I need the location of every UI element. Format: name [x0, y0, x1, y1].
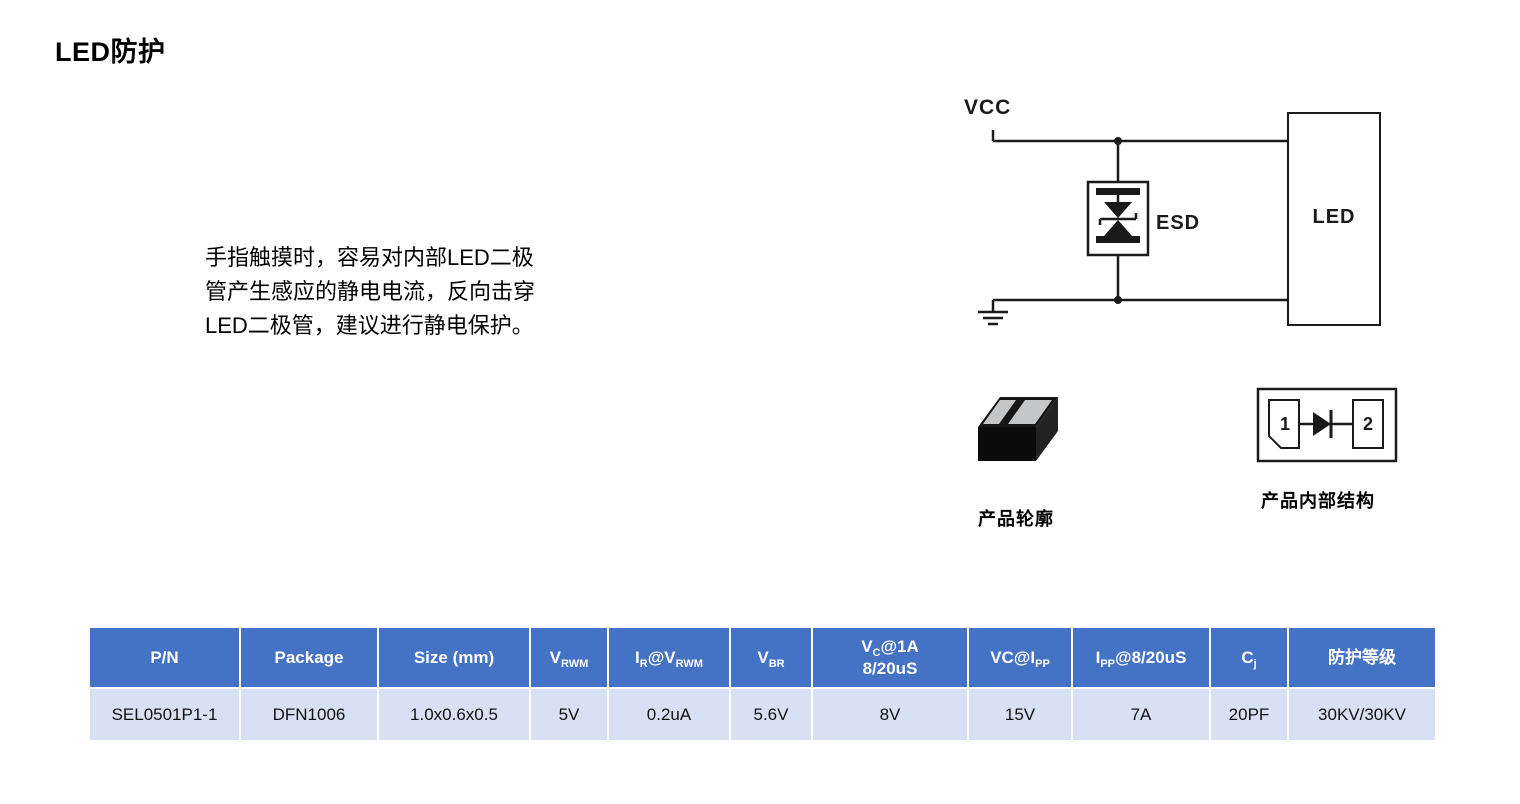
spec-table: P/N Package Size (mm) VRWM IR@VRWM VBR V…: [90, 628, 1435, 740]
col-pn: P/N: [90, 628, 241, 688]
page-title: LED防护: [55, 37, 166, 67]
col-vc-at-ipp: VC@IPP: [968, 628, 1073, 688]
col-ipp: IPP@8/20uS: [1072, 628, 1211, 688]
pin1-box: [1268, 399, 1300, 449]
package-3d-icon: [978, 397, 1058, 461]
cell-ir: 0.2uA: [608, 687, 731, 740]
internal-structure-diagram: 1 2: [1255, 386, 1403, 468]
vcc-label: VCC: [964, 96, 1012, 119]
circuit-diagram: VCC ESD LED: [950, 88, 1400, 340]
spec-data-row: SEL0501P1-1 DFN1006 1.0x0.6x0.5 5V 0.2uA…: [90, 687, 1435, 740]
pin2-label: 2: [1363, 414, 1373, 434]
cell-grade: 30KV/30KV: [1288, 687, 1435, 740]
ground-icon: [978, 310, 1008, 326]
col-size: Size (mm): [378, 628, 531, 688]
led-block: [1287, 112, 1381, 326]
internal-structure-svg: 1 2: [1256, 387, 1398, 463]
col-cj: Cj: [1210, 628, 1289, 688]
cell-package: DFN1006: [240, 687, 379, 740]
spec-header-row: P/N Package Size (mm) VRWM IR@VRWM VBR V…: [90, 628, 1435, 688]
cell-vc1a: 8V: [812, 687, 969, 740]
description-text: 手指触摸时，容易对内部LED二极 管产生感应的静电电流，反向击穿 LED二极管，…: [205, 245, 536, 338]
cell-cj: 20PF: [1210, 687, 1289, 740]
col-protection-grade: 防护等级: [1288, 628, 1435, 688]
col-package: Package: [240, 628, 379, 688]
led-label: LED: [1312, 206, 1356, 228]
col-ir-at-vrwm: IR@VRWM: [608, 628, 731, 688]
internal-structure-caption: 产品内部结构: [1261, 491, 1375, 511]
package-outline-caption: 产品轮廓: [978, 509, 1054, 529]
package-outline-image: [958, 385, 1083, 490]
junction-dot-top: [1114, 137, 1122, 145]
cell-vcipp: 15V: [968, 687, 1073, 740]
col-vrwm: VRWM: [530, 628, 609, 688]
col-vbr: VBR: [730, 628, 813, 688]
cell-vrwm: 5V: [530, 687, 609, 740]
cell-vbr: 5.6V: [730, 687, 813, 740]
diode-icon: [1313, 412, 1331, 436]
junction-dot-bottom: [1114, 296, 1122, 304]
cell-ipp: 7A: [1072, 687, 1211, 740]
circuit-svg: [978, 112, 1381, 326]
cell-size: 1.0x0.6x0.5: [378, 687, 531, 740]
cell-pn: SEL0501P1-1: [90, 687, 241, 740]
col-vc-at-1a: VC@1A 8/20uS: [812, 628, 969, 688]
esd-device-icon: [1086, 180, 1150, 257]
pin1-label: 1: [1280, 414, 1290, 434]
pin2-box: [1352, 399, 1384, 449]
esd-label: ESD: [1156, 212, 1201, 234]
